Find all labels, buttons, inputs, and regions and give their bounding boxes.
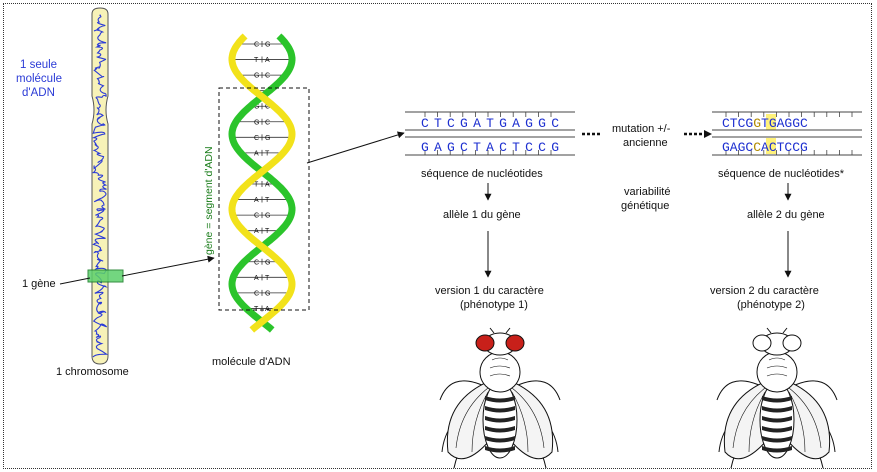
- version-1-line1: version 1 du caractère: [435, 285, 544, 297]
- sequence-left: CTCGATGAGGC GAGCTACTCCG: [405, 112, 575, 155]
- base-right: T: [265, 150, 270, 157]
- base-left: A: [254, 197, 259, 204]
- version-2-line1: version 2 du caractère: [710, 285, 819, 297]
- gene-segment-label: gène = segment d'ADN: [203, 146, 215, 255]
- sequence-label-right: séquence de nucléotides*: [718, 168, 845, 180]
- mutation-line1: mutation +/-: [612, 123, 671, 135]
- variability-line1: variabilité: [624, 186, 670, 198]
- fly-eye-right: [506, 335, 524, 351]
- base-left: A: [254, 150, 259, 157]
- base-right: G: [265, 213, 270, 220]
- seq-right-top: CTCGGTGAGGC: [722, 116, 808, 131]
- base-right: G: [265, 259, 270, 266]
- base-right: G: [265, 42, 270, 49]
- arrow-gene-to-dna: [122, 258, 214, 276]
- dna-note-line1: 1 seule: [20, 59, 57, 71]
- version-2-line2: (phénotype 2): [737, 299, 805, 311]
- base-right: C: [265, 73, 270, 80]
- fly-red-eyes-icon: [440, 328, 560, 468]
- base-right: G: [265, 290, 270, 297]
- gene-band: [88, 270, 123, 282]
- base-right: T: [265, 197, 270, 204]
- version-1-line2: (phénotype 1): [460, 299, 528, 311]
- chromosome: [88, 8, 123, 364]
- allele-1-label: allèle 1 du gène: [443, 209, 521, 221]
- fly-eye-left: [476, 335, 494, 351]
- seq-left-top: CTCGATGAGGC: [421, 116, 559, 131]
- base-left: T: [254, 182, 259, 189]
- mutation-line2: ancienne: [623, 137, 668, 149]
- base-left: C: [254, 42, 259, 49]
- base-right: T: [265, 275, 270, 282]
- variability-line2: génétique: [621, 200, 669, 212]
- base-left: C: [254, 290, 259, 297]
- base-left: A: [254, 228, 259, 235]
- arrow-dna-to-sequence: [307, 133, 404, 163]
- dna-molecule-label: molécule d'ADN: [212, 356, 291, 368]
- seq-right-bottom: GAGCCACTCCG: [722, 140, 808, 155]
- base-left: G: [254, 73, 259, 80]
- gene-label: 1 gène: [22, 278, 56, 290]
- base-left: G: [254, 119, 259, 126]
- base-right: G: [265, 135, 270, 142]
- base-left: C: [254, 259, 259, 266]
- seq-left-bottom: GAGCTACTCCG: [421, 140, 559, 155]
- base-left: T: [254, 57, 259, 64]
- fly-eye-left: [753, 335, 771, 351]
- base-right: T: [265, 228, 270, 235]
- gene-pointer: [60, 278, 90, 284]
- base-left: C: [254, 213, 259, 220]
- base-left: C: [254, 135, 259, 142]
- mutation-arrowhead: [704, 130, 712, 138]
- base-right: A: [265, 57, 270, 64]
- base-left: A: [254, 275, 259, 282]
- dna-note-line2: molécule: [16, 73, 62, 85]
- chromosome-label: 1 chromosome: [56, 366, 129, 378]
- base-pair: AT: [233, 274, 291, 282]
- sequence-right: CTCGGTGAGGC GAGCCACTCCG: [712, 112, 862, 155]
- base-right: C: [265, 119, 270, 126]
- dna-note-line3: d'ADN: [22, 87, 55, 99]
- fly-eye-right: [783, 335, 801, 351]
- allele-2-label: allèle 2 du gène: [747, 209, 825, 221]
- fly-white-eyes-icon: [717, 328, 837, 468]
- base-right: A: [265, 182, 270, 189]
- sequence-label-left: séquence de nucléotides: [421, 168, 543, 180]
